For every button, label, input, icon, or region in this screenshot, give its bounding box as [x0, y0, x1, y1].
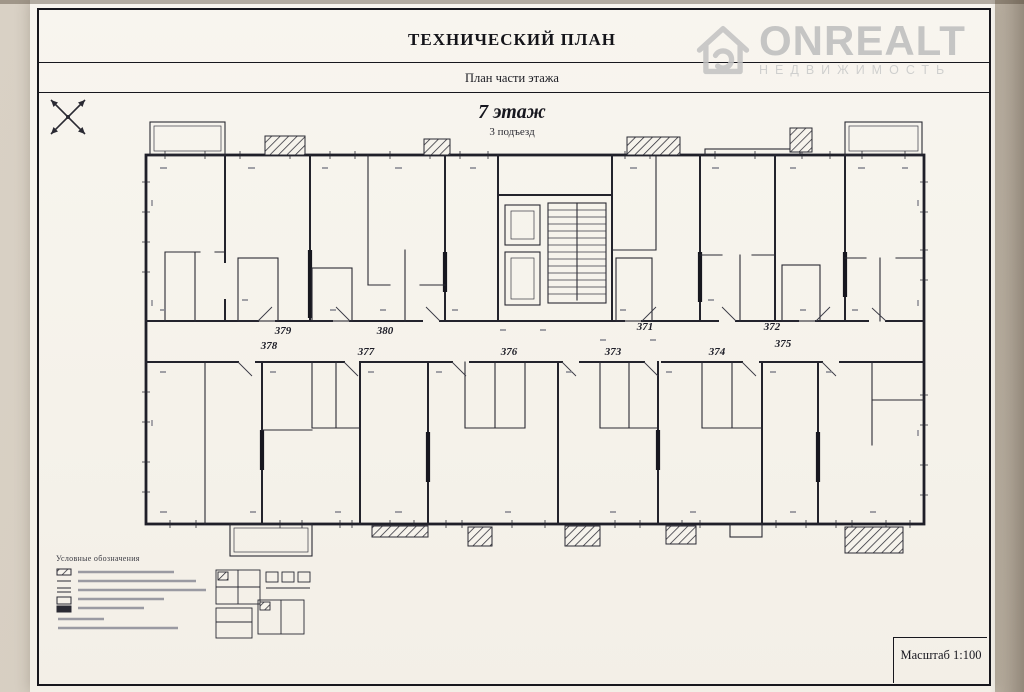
header-divider-2 — [37, 92, 989, 93]
apartment-number: 376 — [500, 346, 518, 358]
scale-label: Масштаб 1:100 — [900, 648, 982, 662]
apartment-number: 379 — [274, 325, 292, 337]
floor-heading: 7 этаж — [478, 101, 546, 123]
title-block-line-h — [893, 637, 987, 638]
legend-heading: Условные обозначения — [56, 554, 140, 563]
scanned-page — [30, 0, 995, 692]
entrance-heading: 3 подъезд — [489, 126, 535, 138]
onrealt-house-icon — [696, 26, 750, 75]
apartment-number: 373 — [604, 346, 622, 358]
apartment-number: 375 — [774, 338, 792, 350]
onrealt-watermark: ONREALT НЕДВИЖИМОСТЬ — [693, 10, 993, 88]
title-block-line-v — [893, 637, 894, 683]
apartment-number: 374 — [708, 346, 726, 358]
apartment-number: 371 — [636, 321, 654, 333]
header-divider-1 — [37, 62, 989, 63]
apartment-number: 378 — [260, 340, 278, 352]
onrealt-tagline-text: НЕДВИЖИМОСТЬ — [759, 63, 952, 77]
document-title: ТЕХНИЧЕСКИЙ ПЛАН — [408, 30, 616, 49]
apartment-number: 372 — [763, 321, 781, 333]
apartment-number: 380 — [376, 325, 394, 337]
onrealt-brand-text: ONREALT — [759, 17, 966, 64]
document-subtitle: План части этажа — [464, 71, 559, 85]
page-border — [37, 8, 991, 686]
north-arrow-icon — [50, 99, 86, 135]
onrealt-wordmark: ONREALT НЕДВИЖИМОСТЬ — [759, 17, 966, 78]
apartment-number: 377 — [357, 346, 375, 358]
legend-graphics — [56, 568, 311, 639]
